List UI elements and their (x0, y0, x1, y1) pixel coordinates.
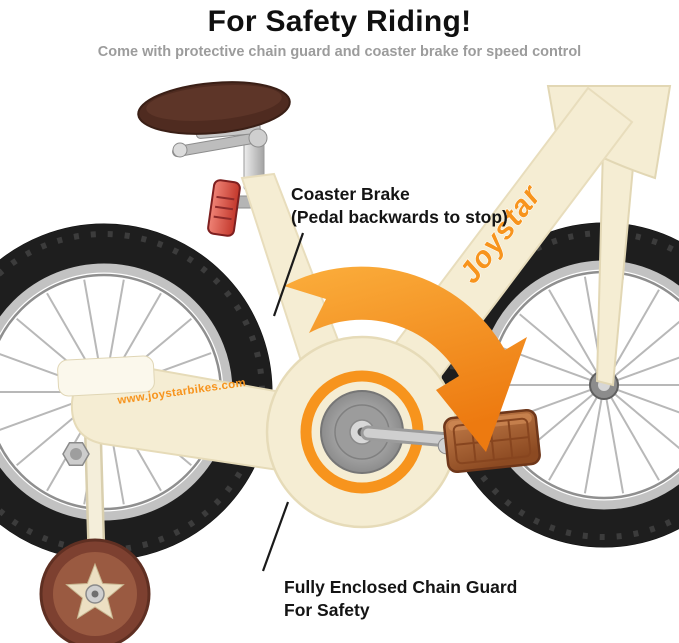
coaster-brake-label-line1: Coaster Brake (291, 184, 410, 204)
axle-bolt (62, 441, 90, 467)
training-wheel (39, 538, 151, 643)
coaster-brake-pointer-line (272, 232, 305, 317)
page-title: For Safety Riding! (207, 5, 472, 38)
seat-post-reflector (207, 179, 241, 237)
chain-guard-label-line1: Fully Enclosed Chain Guard (284, 577, 518, 597)
chain-guard-callout: Fully Enclosed Chain Guard For Safety (284, 576, 517, 622)
coaster-brake-label-line2: (Pedal backwards to stop) (291, 207, 508, 227)
coaster-brake-callout: Coaster Brake (Pedal backwards to stop) (291, 183, 508, 229)
saddle-assembly (137, 81, 291, 237)
chain-guard-label-line2: For Safety (284, 600, 370, 620)
chainstay-reflector (57, 355, 155, 397)
coaster-brake-arrow-icon (284, 266, 527, 452)
chain-guard-pointer-line (261, 501, 290, 572)
page-subtitle: Come with protective chain guard and coa… (97, 44, 582, 60)
